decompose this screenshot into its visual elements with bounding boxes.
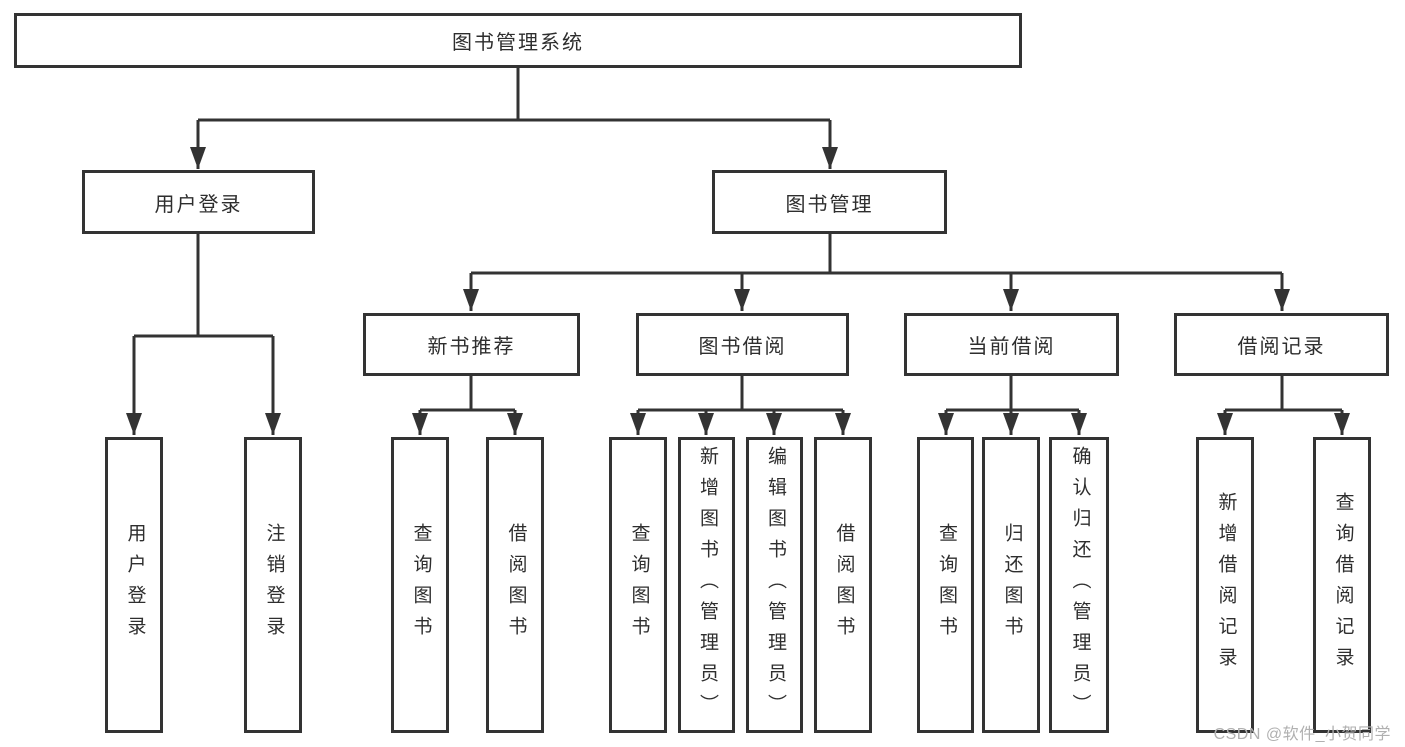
node-label: 当前借阅 — [967, 336, 1056, 358]
node-book-borrowing: 图书借阅 — [636, 313, 849, 376]
leaf-current-query-books: 查询图书 — [917, 437, 974, 733]
leaf-confirm-return-admin: 确认归还（管理员） — [1049, 437, 1109, 733]
node-library-management-system: 图书管理系统 — [14, 13, 1022, 68]
node-label: 注销登录 — [263, 523, 285, 647]
node-label: 用户登录 — [124, 523, 146, 647]
node-current-borrowing: 当前借阅 — [904, 313, 1119, 376]
leaf-add-borrow-record: 新增借阅记录 — [1196, 437, 1254, 733]
leaf-borrowing-query-books: 查询图书 — [609, 437, 667, 733]
node-label: 确认归还（管理员） — [1069, 445, 1091, 725]
node-label: 借阅记录 — [1237, 336, 1326, 358]
node-label: 用户登录 — [154, 193, 243, 216]
node-user-login: 用户登录 — [82, 170, 315, 234]
node-label: 编辑图书（管理员） — [764, 445, 786, 725]
node-label: 借阅图书 — [505, 523, 527, 647]
leaf-add-books-admin: 新增图书（管理员） — [678, 437, 735, 733]
node-label: 查询图书 — [628, 523, 650, 647]
watermark: CSDN @软件_小贺同学 — [1213, 726, 1391, 743]
node-new-book-recommendation: 新书推荐 — [363, 313, 580, 376]
leaf-logout-login: 注销登录 — [244, 437, 302, 733]
leaf-recommend-query-books: 查询图书 — [391, 437, 449, 733]
leaf-query-borrow-record: 查询借阅记录 — [1313, 437, 1371, 733]
node-label: 新书推荐 — [427, 336, 516, 358]
node-book-management: 图书管理 — [712, 170, 947, 234]
node-label: 查询图书 — [410, 523, 432, 647]
leaf-recommend-borrow-books: 借阅图书 — [486, 437, 544, 733]
node-borrowing-records: 借阅记录 — [1174, 313, 1389, 376]
node-label: 图书管理 — [785, 193, 874, 216]
leaf-borrowing-borrow-books: 借阅图书 — [814, 437, 872, 733]
node-label: 图书管理系统 — [452, 32, 584, 54]
leaf-user-login: 用户登录 — [105, 437, 163, 733]
node-label: 借阅图书 — [833, 523, 855, 647]
node-label: 新增图书（管理员） — [696, 445, 718, 725]
leaf-edit-books-admin: 编辑图书（管理员） — [746, 437, 803, 733]
node-label: 归还图书 — [1001, 523, 1023, 647]
node-label: 新增借阅记录 — [1215, 492, 1237, 678]
node-label: 查询借阅记录 — [1332, 492, 1354, 678]
leaf-return-books: 归还图书 — [982, 437, 1040, 733]
node-label: 图书借阅 — [698, 336, 787, 358]
node-label: 查询图书 — [935, 523, 957, 647]
